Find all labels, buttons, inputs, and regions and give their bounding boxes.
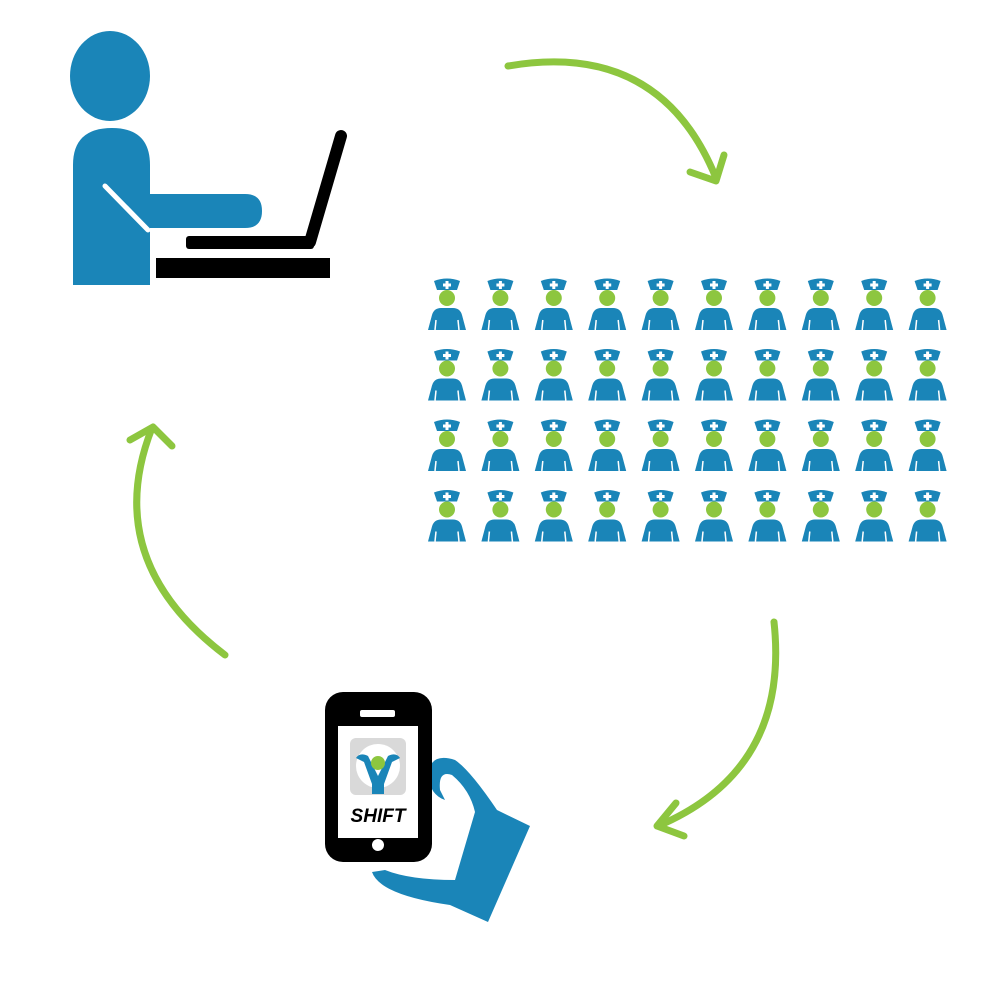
nurse-icon (534, 349, 573, 401)
nurse-icon (428, 490, 466, 542)
cycle-arrow-icon (126, 423, 229, 659)
person-at-laptop-icon (70, 31, 347, 285)
nurse-icon (748, 278, 787, 331)
nurse-icon (641, 419, 680, 472)
phone-home-button (372, 839, 384, 851)
nurse-icon (428, 278, 466, 331)
nurse-icon (695, 419, 733, 472)
nurse-grid (428, 278, 947, 542)
nurse-icon (855, 278, 894, 331)
app-name-label: SHIFT (351, 806, 407, 827)
nurse-icon (481, 490, 520, 542)
phone-speaker (360, 710, 395, 717)
nurse-icon (534, 490, 573, 542)
nurse-icon (801, 278, 840, 331)
nurse-icon (801, 349, 840, 401)
nurse-icon (748, 349, 787, 401)
nurse-icon (855, 419, 894, 472)
nurse-icon (641, 490, 680, 542)
cycle-arrow-icon (504, 58, 728, 185)
nurse-icon (908, 278, 947, 331)
phone-in-hand-icon: SHIFT (325, 692, 530, 922)
nurse-icon (588, 349, 627, 401)
nurse-icon (481, 278, 520, 331)
nurse-icon (855, 349, 894, 401)
nurse-icon (588, 490, 627, 542)
nurse-icon (801, 490, 840, 542)
nurse-icon (428, 349, 466, 401)
nurse-icon (695, 490, 733, 542)
nurse-icon (908, 349, 947, 401)
nurse-icon (641, 349, 680, 401)
nurse-icon (481, 349, 520, 401)
nurse-icon (801, 419, 840, 472)
shift-app-icon (350, 738, 406, 795)
nurse-icon (695, 349, 733, 401)
nurse-icon (428, 419, 466, 472)
nurse-icon (748, 490, 787, 542)
nurse-icon (641, 278, 680, 331)
nurse-icon (908, 419, 947, 472)
nurse-icon (908, 490, 947, 542)
nurse-icon (588, 419, 627, 472)
nurse-icon (534, 278, 573, 331)
nurse-icon (588, 278, 627, 331)
nurse-icon (748, 419, 787, 472)
nurse-icon (534, 419, 573, 472)
nurse-icon (695, 278, 733, 331)
cycle-arrow-icon (653, 618, 780, 840)
nurse-icon (855, 490, 894, 542)
nurse-icon (481, 419, 520, 472)
